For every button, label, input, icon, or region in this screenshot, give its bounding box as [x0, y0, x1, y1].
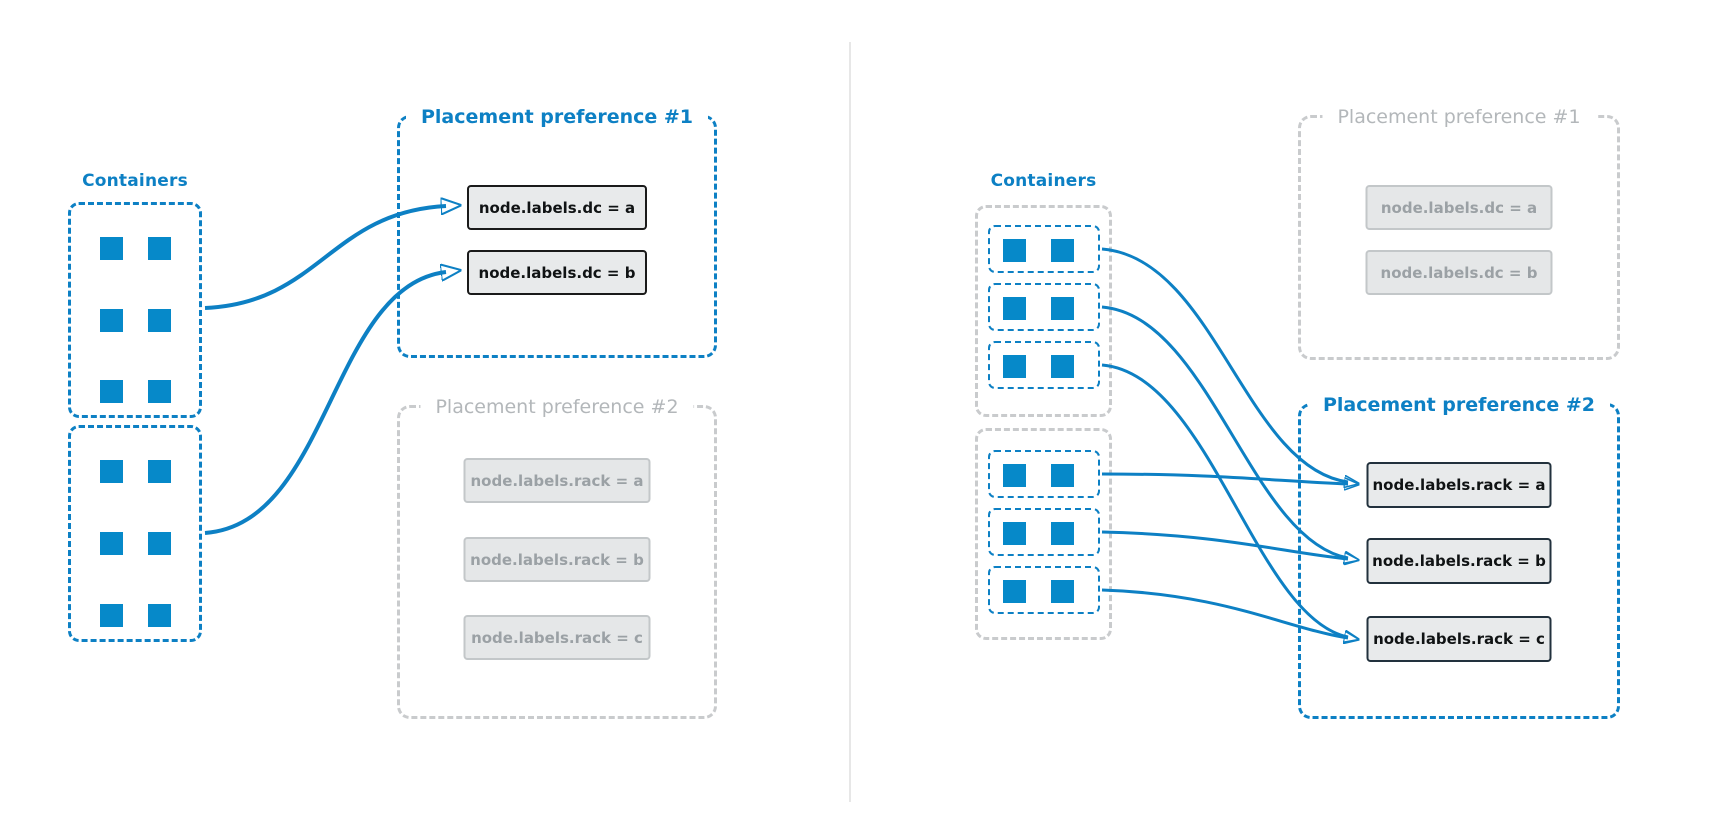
- container-square: [1051, 355, 1074, 378]
- container-square: [148, 380, 171, 404]
- container-square: [100, 308, 123, 332]
- container-square: [1003, 464, 1026, 487]
- container-square: [1051, 297, 1074, 320]
- placement-item-rack-c: node.labels.rack = c: [463, 615, 651, 660]
- placement-item-rack-a: node.labels.rack = a: [463, 458, 651, 503]
- container-square: [100, 532, 123, 555]
- container-group-dc-b: [68, 425, 202, 642]
- containers-label: Containers: [990, 171, 1097, 191]
- container-square: [1003, 355, 1026, 378]
- container-square: [1051, 464, 1074, 487]
- container-square: [148, 237, 171, 260]
- placement-preference-2: Placement preference #2 node.labels.rack…: [397, 394, 717, 719]
- container-subgroup-rack-c: [988, 341, 1100, 389]
- container-square: [100, 604, 123, 627]
- container-square: [1003, 522, 1026, 545]
- container-square: [1051, 239, 1074, 262]
- placement-item-rack-c: node.labels.rack = c: [1366, 616, 1552, 662]
- placement-preference-1: Placement preference #1 node.labels.dc =…: [397, 104, 717, 358]
- container-square: [1051, 522, 1074, 545]
- container-subgroup-rack-c: [988, 566, 1100, 614]
- placement-preference-title: Placement preference #1: [405, 104, 709, 130]
- container-square: [1003, 580, 1026, 603]
- placement-item-dc-a: node.labels.dc = a: [467, 185, 647, 230]
- container-square: [1051, 580, 1074, 603]
- container-subgroup-rack-a: [988, 450, 1100, 498]
- container-square: [148, 460, 171, 483]
- container-square: [100, 237, 123, 260]
- panel-divider: [849, 42, 851, 802]
- placement-item-rack-b: node.labels.rack = b: [463, 537, 651, 582]
- container-subgroup-rack-a: [988, 225, 1100, 273]
- placement-preference-title: Placement preference #1: [1322, 104, 1596, 130]
- placement-item-rack-b: node.labels.rack = b: [1366, 538, 1552, 584]
- placement-item-dc-b: node.labels.dc = b: [467, 250, 647, 295]
- placement-item-dc-b: node.labels.dc = b: [1365, 250, 1553, 295]
- placement-preference-2: Placement preference #2 node.labels.rack…: [1298, 392, 1620, 719]
- container-subgroup-rack-b: [988, 508, 1100, 556]
- container-square: [148, 604, 171, 627]
- placement-item-dc-a: node.labels.dc = a: [1365, 185, 1553, 230]
- container-square: [100, 380, 123, 404]
- container-square: [148, 532, 171, 555]
- container-subgroup-rack-b: [988, 283, 1100, 331]
- containers-label: Containers: [82, 171, 188, 191]
- container-square: [1003, 297, 1026, 320]
- container-square: [148, 308, 171, 332]
- container-square: [100, 460, 123, 483]
- placement-preference-title: Placement preference #2: [420, 394, 694, 420]
- placement-preference-title: Placement preference #2: [1307, 392, 1611, 418]
- container-square: [1003, 239, 1026, 262]
- container-group-dc-a: [68, 202, 202, 418]
- placement-preference-1: Placement preference #1 node.labels.dc =…: [1298, 104, 1620, 360]
- placement-item-rack-a: node.labels.rack = a: [1366, 462, 1552, 508]
